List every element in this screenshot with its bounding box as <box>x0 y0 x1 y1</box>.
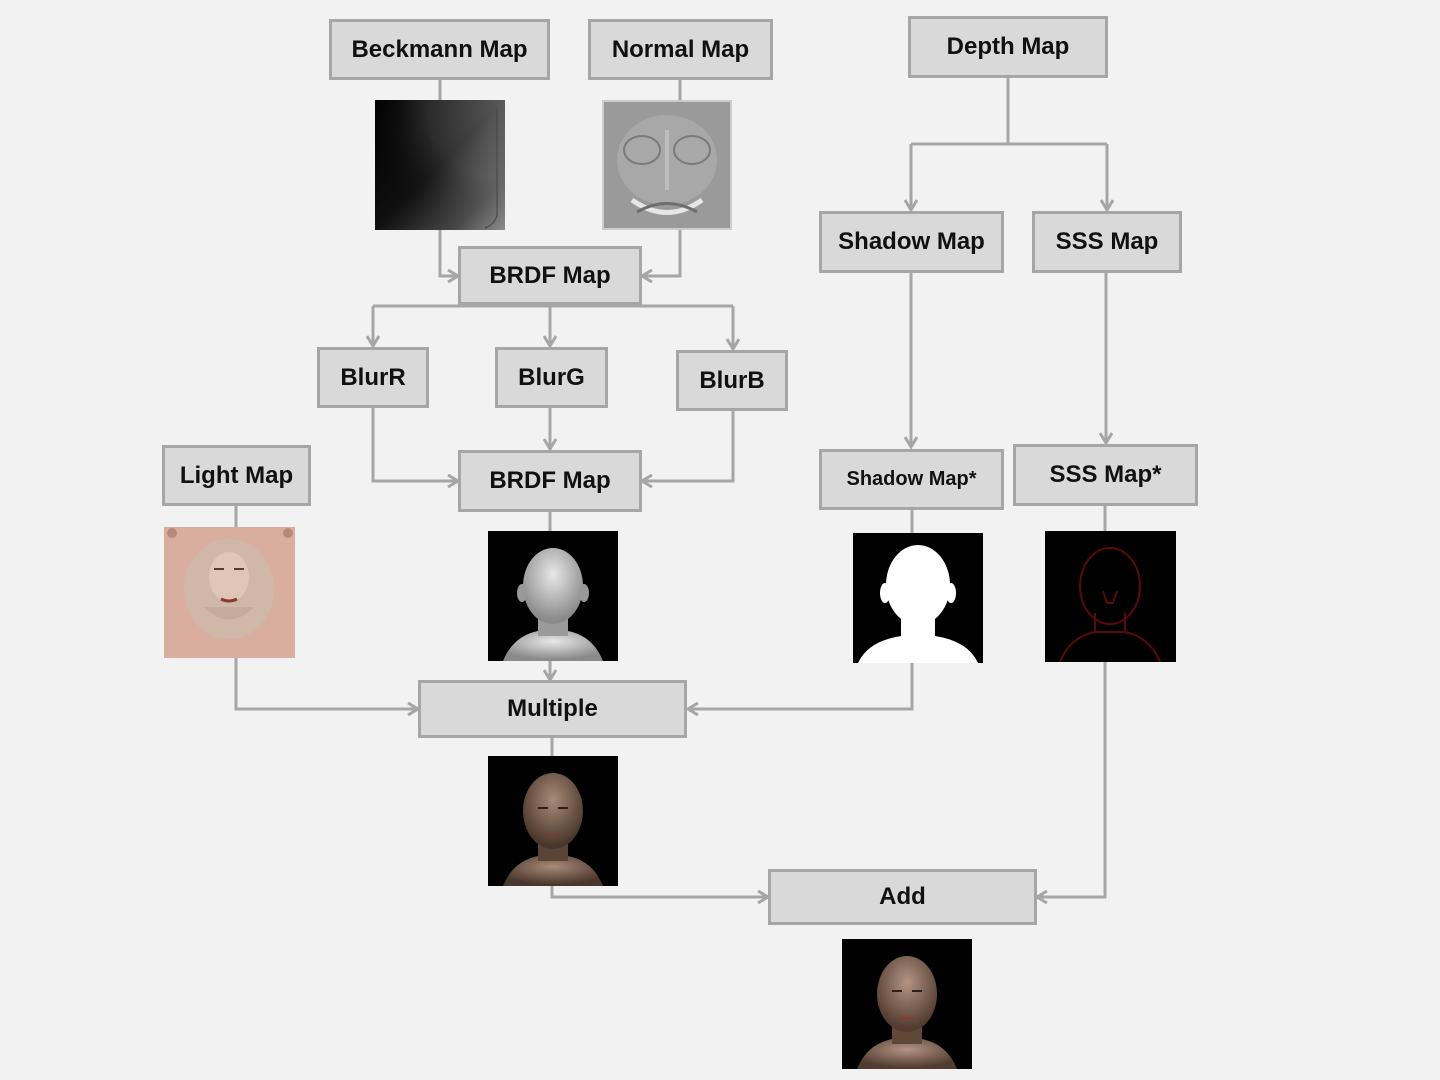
sss-map-node: SSS Map <box>1032 211 1182 273</box>
final-result-image <box>842 939 972 1069</box>
edge-shadow-image-to-multiple <box>688 663 914 709</box>
shadow-map-image <box>853 533 983 663</box>
beckmann-map-label: Beckmann Map <box>351 35 528 63</box>
blur-b-label: BlurB <box>699 366 765 394</box>
normal-map-node: Normal Map <box>588 19 773 80</box>
edge-light-to-multiple <box>234 658 418 709</box>
multiple-result-image <box>488 756 618 886</box>
brdf-map-label: BRDF Map <box>489 261 611 289</box>
blur-b-node: BlurB <box>676 350 788 411</box>
brdf-map-node: BRDF Map <box>458 246 642 305</box>
blur-g-node: BlurG <box>495 347 608 408</box>
edge-multiple-image-to-add <box>550 886 768 897</box>
add-label: Add <box>879 883 926 910</box>
depth-map-node: Depth Map <box>908 16 1108 78</box>
shadow-map-label: Shadow Map <box>838 228 985 255</box>
brdf-map-final-label: BRDF Map <box>489 467 611 494</box>
edge-sss-image-to-add <box>1037 662 1107 897</box>
multiple-node: Multiple <box>418 680 687 738</box>
beckmann-map-node: Beckmann Map <box>329 19 550 80</box>
normal-map-image <box>602 100 732 230</box>
sss-map-star-node: SSS Map* <box>1013 444 1198 506</box>
sss-map-star-label: SSS Map* <box>1049 461 1162 488</box>
edge-blurr-to-brdf2 <box>371 407 458 481</box>
shadow-map-star-node: Shadow Map* <box>819 449 1004 510</box>
depth-map-label: Depth Map <box>946 33 1070 60</box>
edge-beckmann-to-brdf <box>438 230 458 276</box>
normal-map-label: Normal Map <box>611 35 750 63</box>
multiple-label: Multiple <box>507 695 598 722</box>
brdf-render-image <box>488 531 618 661</box>
brdf-map-final-node: BRDF Map <box>458 450 642 512</box>
light-map-node: Light Map <box>162 445 311 506</box>
edge-blurb-to-brdf2 <box>642 410 735 481</box>
blur-r-node: BlurR <box>317 347 429 408</box>
beckmann-map-image <box>375 100 505 230</box>
edge-normal-to-brdf <box>642 230 682 276</box>
light-map-image <box>164 527 295 658</box>
sss-map-image <box>1045 531 1176 662</box>
light-map-label: Light Map <box>179 461 294 489</box>
blur-r-label: BlurR <box>340 363 406 391</box>
blur-g-label: BlurG <box>518 363 585 391</box>
shadow-map-node: Shadow Map <box>819 211 1004 273</box>
shadow-map-star-label: Shadow Map* <box>846 468 977 490</box>
sss-map-label: SSS Map <box>1055 228 1159 255</box>
add-node: Add <box>768 869 1037 925</box>
